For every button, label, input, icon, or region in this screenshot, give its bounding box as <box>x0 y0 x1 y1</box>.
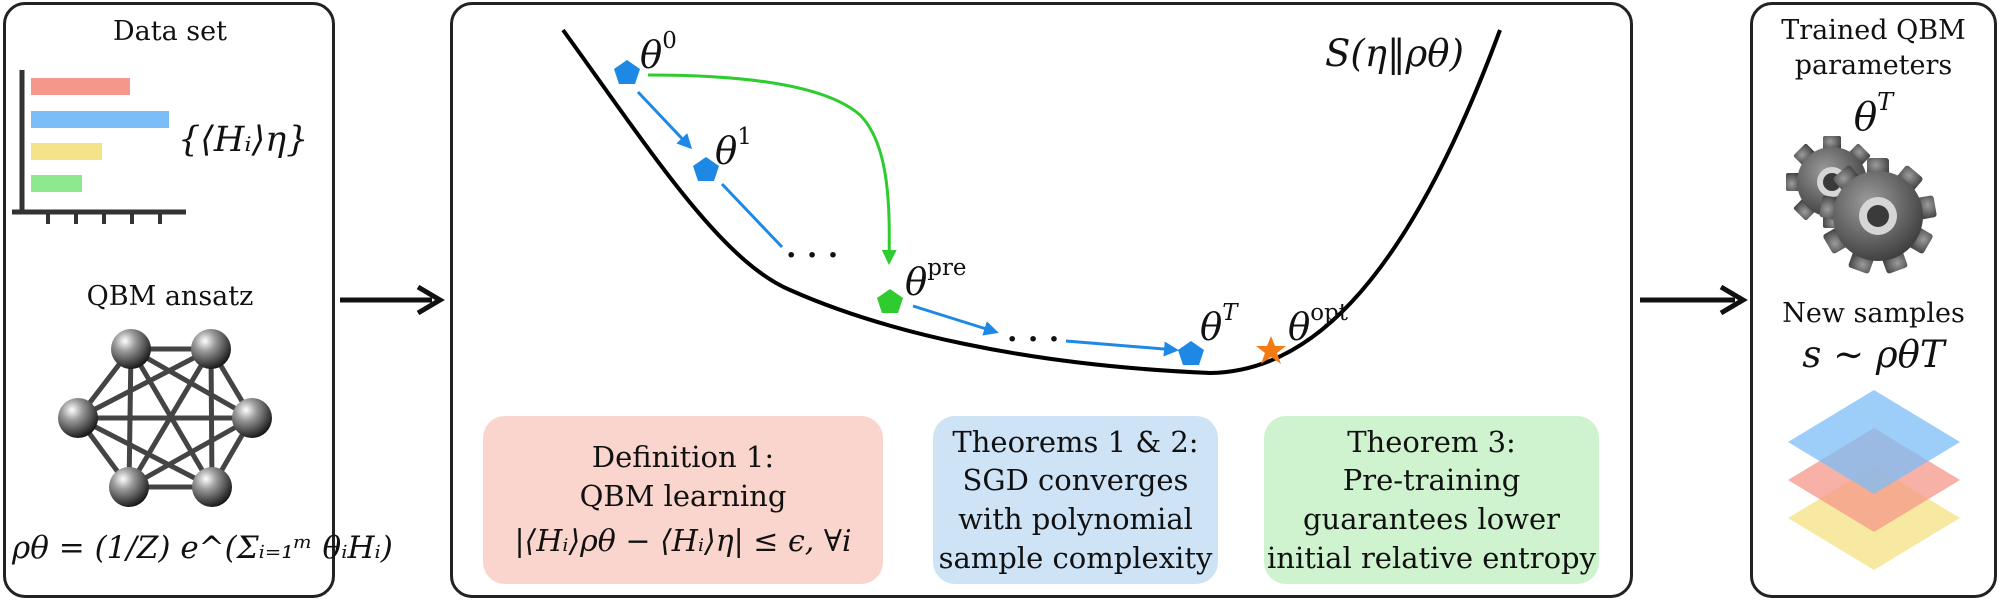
theorems-1-2-line: SGD converges <box>962 463 1189 498</box>
sgd-arrow <box>636 90 693 150</box>
qbm-node <box>109 467 149 507</box>
qbm-node <box>191 329 231 369</box>
ansatz-title: QBM ansatz <box>86 281 254 312</box>
bar-yellow <box>31 143 102 160</box>
theorems-1-2-title: Theorems 1 & 2: <box>952 424 1199 459</box>
bar-blue <box>31 111 169 128</box>
theta-pre-marker <box>877 289 903 313</box>
definition-title: Definition 1: <box>591 440 775 475</box>
theta-opt-label: θopt <box>1288 300 1348 349</box>
dataset-panel <box>3 2 335 598</box>
bar-red <box>31 78 130 95</box>
trained-title-line2: parameters <box>1794 49 1953 81</box>
sgd-arrow <box>1065 339 1179 357</box>
theorems-1-2-box: Theorems 1 & 2: SGD converges with polyn… <box>933 416 1218 584</box>
theorem-3-line: initial relative entropy <box>1267 540 1596 575</box>
arrow-to-right <box>1640 284 1748 316</box>
definition-box: Definition 1: QBM learning |⟨Hᵢ⟩ρθ − ⟨Hᵢ… <box>483 416 883 584</box>
sgd-arrow <box>912 304 999 336</box>
theta-pre-label: θpre <box>905 255 967 304</box>
qbm-node <box>232 398 272 438</box>
sgd-arrow <box>720 182 784 249</box>
theta1-label: θ1 <box>715 124 752 173</box>
theorem-3-title: Theorem 3: <box>1347 424 1516 459</box>
theta-opt-marker <box>1256 336 1286 364</box>
qbm-node <box>111 329 151 369</box>
ellipsis-upper: · · · <box>786 238 839 273</box>
definition-formula: |⟨Hᵢ⟩ρθ − ⟨Hᵢ⟩η| ≤ ϵ, ∀i <box>514 523 852 559</box>
pretrain-arrow <box>647 73 897 265</box>
ellipsis-lower: · · · <box>1007 322 1060 357</box>
bar-chart-ticks <box>46 212 162 224</box>
theorem-3-box: Theorem 3: Pre-training guarantees lower… <box>1264 416 1599 584</box>
relative-entropy-label: S(η‖ρθ) <box>1325 32 1464 75</box>
trained-title-line1: Trained QBM <box>1781 15 1966 46</box>
expectation-set: {⟨Hᵢ⟩η} <box>178 120 309 160</box>
samples-title: New samples <box>1782 298 1965 329</box>
samples-formula: s ∼ ρθT <box>1802 333 1945 376</box>
dataset-title: Data set <box>113 16 227 47</box>
definition-line: QBM learning <box>579 479 787 514</box>
qbm-node <box>58 398 98 438</box>
trained-theta-label: θT <box>1853 88 1894 141</box>
theorem-3-line: guarantees lower <box>1302 502 1561 536</box>
gear-front <box>1819 158 1937 274</box>
sample-layer-blue <box>1788 390 1960 494</box>
relative-entropy-curve <box>561 28 1502 376</box>
theta1-marker <box>693 157 719 181</box>
theorem-3-line: Pre-training <box>1342 463 1521 498</box>
arrow-to-center <box>340 284 445 316</box>
model-formula: ρθ = (1/Z) e^(Σᵢ₌₁ᵐ θᵢHᵢ) <box>12 530 393 566</box>
qbm-node <box>192 467 232 507</box>
theta-T-marker <box>1178 341 1204 365</box>
theorems-1-2-line: sample complexity <box>938 540 1213 575</box>
theta-T-label: θT <box>1200 300 1238 349</box>
bar-green <box>31 175 82 192</box>
theorems-1-2-line: with polynomial <box>958 502 1193 536</box>
trained-title: Trained QBM parameters <box>1755 14 1992 83</box>
theta0-marker <box>614 60 640 84</box>
theta0-label: θ0 <box>640 28 677 77</box>
